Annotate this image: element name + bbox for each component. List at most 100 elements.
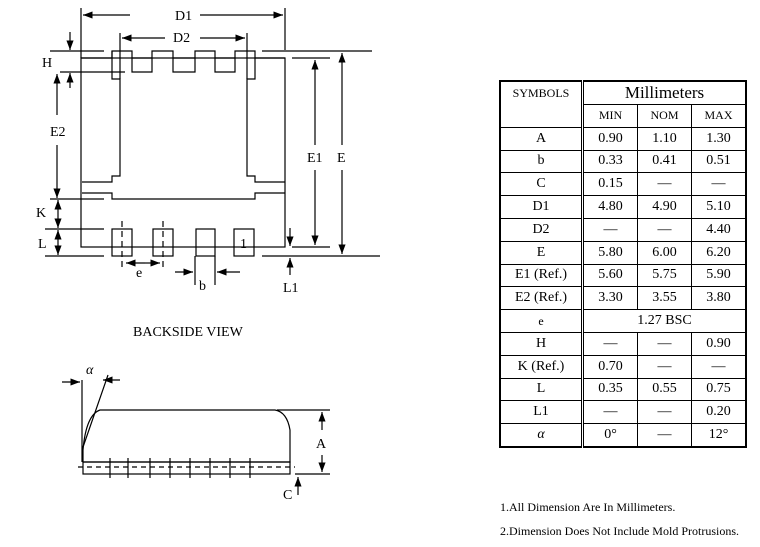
table-row: D2——4.40 [499, 217, 747, 242]
dim-e: e [136, 266, 142, 281]
cell-min: 0.70 [582, 354, 638, 379]
cell-min: 4.80 [582, 195, 638, 219]
backside-view: 1 D1 D2 H E2 K L E1 E L1 e b [36, 8, 380, 296]
cell-symbol: α [499, 423, 584, 448]
note-2: 2.Dimension Does Not Include Mold Protru… [500, 524, 739, 538]
col-min: MIN [582, 104, 638, 128]
symbols-header: SYMBOLS [499, 80, 584, 128]
dim-C: C [283, 488, 292, 503]
cell-nom: — [637, 354, 692, 379]
bottom-pad [195, 228, 216, 257]
cell-nom: 4.90 [637, 195, 692, 219]
dim-E: E [337, 151, 346, 166]
table-row: L1——0.20 [499, 400, 747, 425]
cell-symbol: A [499, 126, 584, 151]
cell-min: 0.33 [582, 149, 638, 174]
side-leadframe [82, 461, 291, 475]
cell-min: 0.90 [582, 126, 638, 151]
pin1-label: 1 [240, 237, 247, 252]
dim-D2: D2 [173, 31, 190, 46]
dim-L1: L1 [283, 281, 299, 296]
cell-min: — [582, 331, 638, 356]
cell-max: 4.40 [691, 217, 747, 242]
dim-b: b [199, 279, 206, 294]
dim-E2: E2 [50, 125, 66, 140]
dim-K: K [36, 206, 46, 221]
cell-nom: — [637, 217, 692, 242]
cell-symbol: L [499, 377, 584, 402]
side-view: α A C [62, 363, 330, 503]
cell-max: 5.90 [691, 263, 747, 288]
col-max: MAX [691, 104, 747, 128]
dim-H: H [42, 56, 52, 71]
cell-symbol: E1 (Ref.) [499, 263, 584, 288]
cell-max: 0.75 [691, 377, 747, 402]
cell-max: 12° [691, 423, 747, 448]
dim-L: L [38, 237, 47, 252]
cell-nom: — [637, 172, 692, 197]
dim-D1: D1 [175, 9, 192, 24]
note-1: 1.All Dimension Are In Millimeters. [500, 500, 676, 514]
cell-max: 6.20 [691, 240, 747, 265]
cell-min: 0° [582, 423, 638, 448]
cell-min: — [582, 400, 638, 425]
cell-span: 1.27 BSC [582, 309, 747, 333]
cell-symbol: H [499, 331, 584, 356]
cell-min: 0.35 [582, 377, 638, 402]
cell-min: 5.60 [582, 263, 638, 288]
cell-symbol: L1 [499, 400, 584, 425]
cell-symbol: K (Ref.) [499, 354, 584, 379]
cell-symbol: E [499, 240, 584, 265]
cell-nom: 5.75 [637, 263, 692, 288]
cell-max: 1.30 [691, 126, 747, 151]
bottom-pad-pin1 [233, 228, 255, 257]
cell-nom: — [637, 331, 692, 356]
dim-E1: E1 [307, 151, 323, 166]
package-body [80, 57, 286, 248]
cell-nom: 0.41 [637, 149, 692, 174]
cell-nom: 0.55 [637, 377, 692, 402]
dim-alpha: α [86, 363, 94, 378]
cell-max: 3.80 [691, 286, 747, 311]
dim-A: A [316, 437, 327, 452]
cell-max: 0.90 [691, 331, 747, 356]
top-leads [81, 50, 285, 59]
cell-min: 0.15 [582, 172, 638, 197]
cell-symbol: e [499, 309, 584, 333]
cell-max: — [691, 354, 747, 379]
cell-max: — [691, 172, 747, 197]
cell-symbol: b [499, 149, 584, 174]
cell-nom: 6.00 [637, 240, 692, 265]
table-row: K (Ref.)0.70—— [499, 354, 747, 379]
cell-nom: 1.10 [637, 126, 692, 151]
side-body [82, 409, 291, 463]
col-nom: NOM [637, 104, 692, 128]
cell-max: 0.51 [691, 149, 747, 174]
cell-min: 5.80 [582, 240, 638, 265]
pad-centerlines [121, 221, 164, 270]
cell-nom: — [637, 400, 692, 425]
cell-min: — [582, 217, 638, 242]
exposed-pad [82, 51, 285, 200]
cell-max: 0.20 [691, 400, 747, 425]
unit-header: Millimeters [582, 80, 747, 105]
cell-symbol: D1 [499, 195, 584, 219]
cell-min: 3.30 [582, 286, 638, 311]
cell-nom: 3.55 [637, 286, 692, 311]
cell-max: 5.10 [691, 195, 747, 219]
cell-nom: — [637, 423, 692, 448]
cell-symbol: D2 [499, 217, 584, 242]
cell-symbol: C [499, 172, 584, 197]
cell-symbol: E2 (Ref.) [499, 286, 584, 311]
table-row: H——0.90 [499, 331, 747, 356]
